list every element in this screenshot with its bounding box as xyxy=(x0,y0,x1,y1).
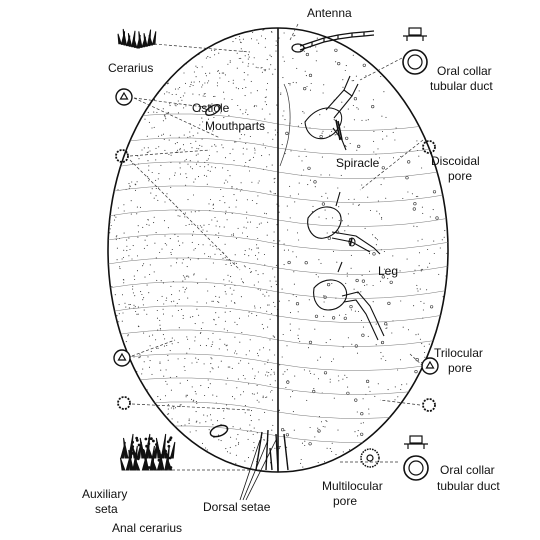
label-multilocular-1: Multilocular xyxy=(322,479,383,493)
cerarius-drawing xyxy=(117,28,157,49)
leader-lines xyxy=(129,23,424,471)
mealybug-body xyxy=(107,27,449,473)
label-mouthparts: Mouthparts xyxy=(205,119,265,133)
ostiole-posterior xyxy=(209,424,229,438)
label-oral-collar-top-1: Oral collar xyxy=(437,64,492,78)
leg-2 xyxy=(307,191,381,255)
label-cerarius: Cerarius xyxy=(108,61,153,75)
spiracle-posterior-opening xyxy=(348,237,356,247)
label-oral-collar-top-2: tubular duct xyxy=(430,79,493,93)
label-spiracle: Spiracle xyxy=(336,156,380,170)
discoidal-pore-icon xyxy=(117,396,131,410)
spiracle-anterior xyxy=(335,119,343,141)
mouthpart-stylet xyxy=(279,83,291,167)
multilocular-pore-icon xyxy=(360,448,380,468)
oral-collar-tubular-duct-icon xyxy=(402,27,428,75)
trilocular-pore-icon xyxy=(421,357,439,375)
label-multilocular-2: pore xyxy=(333,494,357,508)
label-antenna: Antenna xyxy=(307,6,352,20)
label-oral-collar-bottom-1: Oral collar xyxy=(440,463,495,477)
label-ostiole: Ostiole xyxy=(192,101,230,115)
dorsal-setae-leaders xyxy=(239,439,277,501)
label-trilocular-2: pore xyxy=(448,361,472,375)
discoidal-pore-icon xyxy=(115,149,129,163)
discoidal-pore-icon xyxy=(422,140,436,154)
label-dorsal-setae: Dorsal setae xyxy=(203,500,271,514)
leg-3 xyxy=(313,261,385,341)
label-trilocular-1: Trilocular xyxy=(434,346,483,360)
spiracle-posterior xyxy=(349,237,353,247)
label-leg: Leg xyxy=(378,264,398,278)
label-auxiliary-1: Auxiliary xyxy=(82,487,127,501)
diagram-labels: Antenna Cerarius Ostiole Mouthparts Oral… xyxy=(82,6,500,535)
oral-collar-tubular-duct-icon xyxy=(403,435,429,481)
label-discoidal-2: pore xyxy=(448,169,472,183)
label-oral-collar-bottom-2: tubular duct xyxy=(437,479,500,493)
antenna-drawing xyxy=(291,30,375,53)
discoidal-pore-icon xyxy=(422,398,436,412)
ostiole-anterior xyxy=(205,104,221,116)
trilocular-pore-icon xyxy=(115,88,133,106)
stipple-texture xyxy=(109,29,448,472)
anal-cerarius-drawing xyxy=(119,433,176,471)
label-auxiliary-2: seta xyxy=(95,502,118,516)
label-anal-cerarius: Anal cerarius xyxy=(112,521,182,535)
label-discoidal-1: Discoidal xyxy=(431,154,480,168)
trilocular-pore-icon xyxy=(113,349,131,367)
